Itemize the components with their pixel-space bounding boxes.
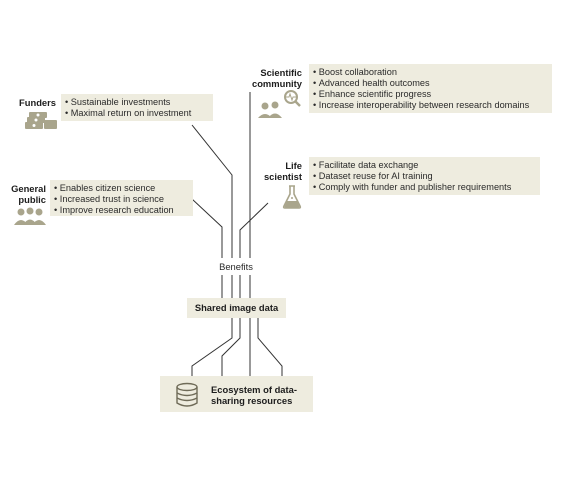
benefits-connector — [221, 275, 251, 298]
list-item: Facilitate data exchange — [313, 160, 511, 171]
list-item: Comply with funder and publisher require… — [313, 182, 512, 193]
shared-image-data-box: Shared image data — [187, 298, 286, 318]
list-item: Boost collaboration — [313, 67, 529, 78]
ecosystem-label: Ecosystem of data- sharing resources — [211, 384, 297, 406]
benefits-label: Benefits — [212, 260, 260, 274]
life-scientist-connector — [239, 202, 269, 258]
funders-connector — [191, 124, 233, 258]
list-item: Advanced health outcomes — [313, 78, 529, 89]
shared-image-data-label: Shared image data — [194, 302, 279, 313]
funders-list: Sustainable investments Maximal return o… — [65, 97, 192, 119]
life-scientist-list: Facilitate data exchange Dataset reuse f… — [313, 160, 512, 193]
database-icon — [174, 382, 200, 408]
list-item: Enables citizen science — [54, 183, 174, 194]
life-scientist-label: Life scientist — [263, 160, 302, 182]
list-item: Improve research education — [54, 205, 174, 216]
list-item: Sustainable investments — [65, 97, 191, 108]
ecosystem-connector-2 — [221, 318, 241, 376]
general-public-label: General public — [11, 183, 46, 205]
scientific-community-list: Boost collaboration Advanced health outc… — [313, 67, 529, 111]
list-item: Enhance scientific progress — [313, 89, 529, 100]
money-stack-icon — [24, 110, 58, 130]
list-item: Increase interoperability between resear… — [313, 100, 529, 111]
people-magnifier-icon — [256, 88, 302, 120]
flask-icon — [281, 184, 303, 210]
list-item: Increased trust in science — [54, 194, 174, 205]
list-item: Maximal return on investment — [65, 108, 192, 119]
list-item: Dataset reuse for AI training — [313, 171, 511, 182]
general-public-connector — [191, 198, 223, 258]
ecosystem-connector-1 — [191, 318, 233, 376]
people-group-icon — [13, 207, 47, 226]
scientific-community-label: Scientific community — [251, 67, 302, 89]
ecosystem-connector-4 — [257, 318, 283, 376]
general-public-list: Enables citizen science Increased trust … — [54, 183, 174, 216]
funders-label: Funders — [19, 97, 56, 108]
